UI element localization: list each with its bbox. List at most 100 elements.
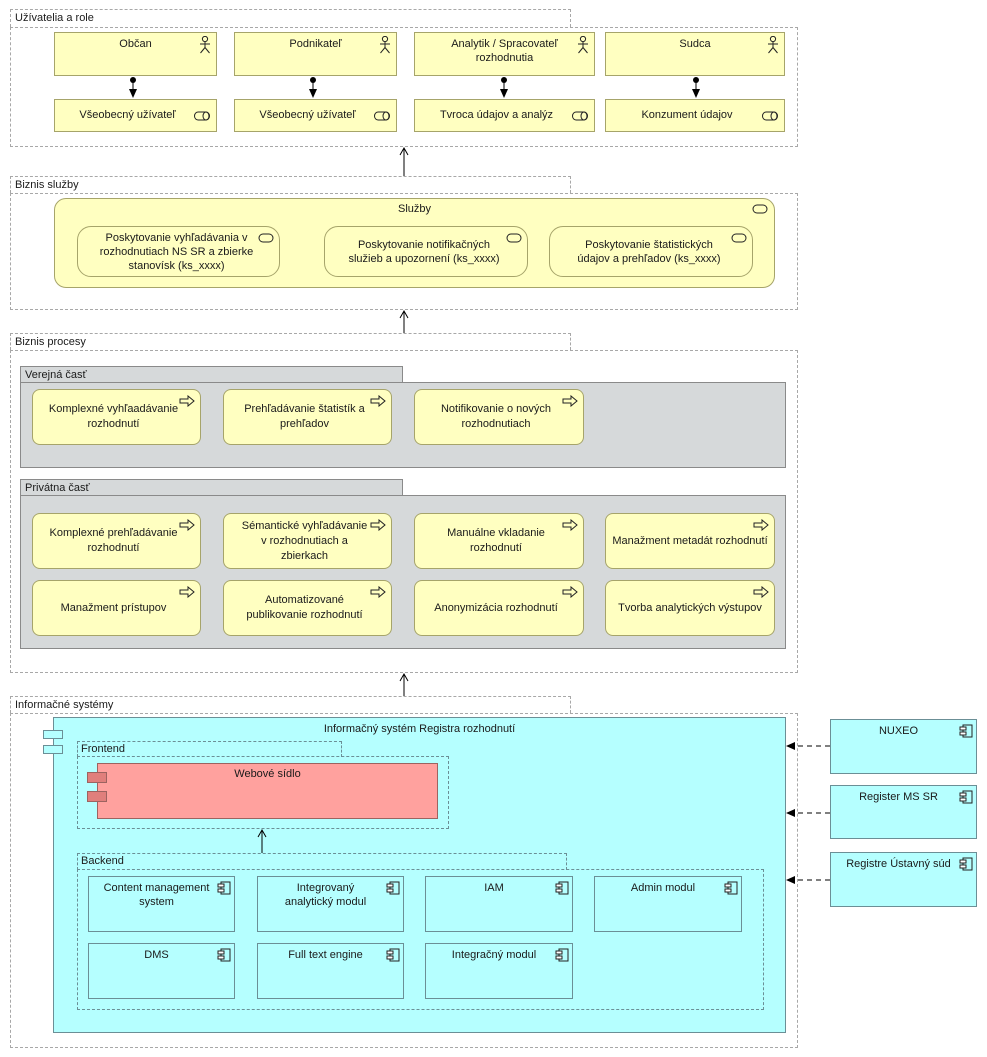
service-icon bbox=[731, 233, 747, 243]
services-layer-title: Biznis služby bbox=[15, 179, 79, 191]
public-part-title: Verejná časť bbox=[25, 369, 87, 381]
services-layer-tab: Biznis služby bbox=[10, 176, 571, 193]
processes-layer-tab: Biznis procesy bbox=[10, 333, 571, 350]
users-layer-title: Užívatelia a role bbox=[15, 12, 94, 24]
component-label: NUXEO bbox=[878, 725, 919, 737]
actor-podnikatel[interactable]: Podnikateľ bbox=[234, 32, 397, 76]
component-label: Full text engine bbox=[288, 949, 363, 961]
process-label: Prehľadávanie štatistík a prehľadov bbox=[244, 403, 365, 430]
role-icon bbox=[762, 111, 778, 121]
process-icon bbox=[562, 395, 578, 407]
process-label: Komplexné prehľadávanie rozhodnutí bbox=[49, 527, 178, 554]
process-anonymizacia[interactable]: Anonymizácia rozhodnutí bbox=[414, 580, 584, 636]
process-icon bbox=[179, 519, 195, 531]
external-register-ms-sr[interactable]: Register MS SR bbox=[830, 785, 977, 839]
actor-label: Sudca bbox=[679, 38, 711, 50]
web-portal-tab-bottom bbox=[87, 791, 107, 802]
public-part-tab: Verejná časť bbox=[20, 366, 403, 383]
process-semanticke[interactable]: Sémantické vyhľadávanie v rozhodnutiach … bbox=[223, 513, 392, 569]
component-analyticky-modul[interactable]: Integrovaný analytický modul bbox=[257, 876, 404, 932]
component-icon bbox=[959, 790, 973, 804]
role-icon bbox=[572, 111, 588, 121]
component-icon bbox=[217, 948, 231, 962]
main-system-tab-top bbox=[43, 730, 63, 739]
process-icon bbox=[179, 395, 195, 407]
component-label: IAM bbox=[484, 882, 504, 894]
role-label: Všeobecný užívateľ bbox=[259, 109, 356, 121]
component-icon bbox=[555, 881, 569, 895]
private-part-title: Privátna časť bbox=[25, 482, 90, 494]
actor-label: Analytik / Spracovateľ rozhodnutia bbox=[451, 38, 558, 64]
component-icon bbox=[386, 881, 400, 895]
component-dms[interactable]: DMS bbox=[88, 943, 235, 999]
actor-obcan[interactable]: Občan bbox=[54, 32, 217, 76]
process-statistiky[interactable]: Prehľadávanie štatistík a prehľadov bbox=[223, 389, 392, 445]
component-label: Register MS SR bbox=[859, 791, 938, 803]
component-iam[interactable]: IAM bbox=[425, 876, 573, 932]
systems-layer-title: Informačné systémy bbox=[15, 699, 114, 711]
backend-title: Backend bbox=[81, 855, 124, 867]
service-statistiky[interactable]: Poskytovanie štatistických údajov a preh… bbox=[549, 226, 753, 277]
role-konzument[interactable]: Konzument údajov bbox=[605, 99, 785, 132]
actor-icon bbox=[199, 36, 211, 54]
frontend-tab: Frontend bbox=[77, 741, 342, 757]
process-label: Automatizované publikovanie rozhodnutí bbox=[246, 594, 363, 621]
component-integracny[interactable]: Integračný modul bbox=[425, 943, 573, 999]
process-vyhladavanie[interactable]: Komplexné vyhľaadávanie rozhodnutí bbox=[32, 389, 201, 445]
actor-sudca[interactable]: Sudca bbox=[605, 32, 785, 76]
process-metadata[interactable]: Manažment metadát rozhodnutí bbox=[605, 513, 775, 569]
processes-layer-title: Biznis procesy bbox=[15, 336, 86, 348]
process-analyticke[interactable]: Tvorba analytických výstupov bbox=[605, 580, 775, 636]
service-vyhladavanie[interactable]: Poskytovanie vyhľadávania v rozhodnutiac… bbox=[77, 226, 280, 277]
service-notifikacie[interactable]: Poskytovanie notifikačných služieb a upo… bbox=[324, 226, 528, 277]
role-label: Tvroca údajov a analýz bbox=[439, 109, 554, 121]
component-icon bbox=[724, 881, 738, 895]
process-icon bbox=[562, 519, 578, 531]
actor-label: Podnikateľ bbox=[289, 38, 342, 50]
private-part-tab: Privátna časť bbox=[20, 479, 403, 496]
process-prehladavanie[interactable]: Komplexné prehľadávanie rozhodnutí bbox=[32, 513, 201, 569]
actor-icon bbox=[379, 36, 391, 54]
process-icon bbox=[753, 519, 769, 531]
component-fulltext[interactable]: Full text engine bbox=[257, 943, 404, 999]
component-label: DMS bbox=[144, 949, 169, 961]
process-icon bbox=[753, 586, 769, 598]
component-label: Integračný modul bbox=[451, 949, 537, 961]
process-notifikovanie[interactable]: Notifikovanie o nových rozhodnutiach bbox=[414, 389, 584, 445]
web-portal[interactable]: Webové sídlo bbox=[97, 763, 438, 819]
role-vseobecny-2[interactable]: Všeobecný užívateľ bbox=[234, 99, 397, 132]
frontend-title: Frontend bbox=[81, 743, 126, 755]
process-label: Komplexné vyhľaadávanie rozhodnutí bbox=[48, 403, 179, 430]
component-icon bbox=[386, 948, 400, 962]
service-label: Poskytovanie štatistických údajov a preh… bbox=[577, 238, 721, 265]
component-label: Registre Ústavný súd bbox=[846, 858, 951, 870]
process-label: Manažment prístupov bbox=[60, 601, 167, 614]
backend-group bbox=[77, 869, 764, 1010]
process-icon bbox=[179, 586, 195, 598]
actor-icon bbox=[767, 36, 779, 54]
role-label: Konzument údajov bbox=[641, 109, 733, 121]
role-icon bbox=[374, 111, 390, 121]
main-system-tab-bottom bbox=[43, 745, 63, 754]
service-label: Poskytovanie notifikačných služieb a upo… bbox=[348, 238, 500, 265]
process-vkladanie[interactable]: Manuálne vkladanie rozhodnutí bbox=[414, 513, 584, 569]
process-label: Tvorba analytických výstupov bbox=[618, 601, 762, 614]
services-layer bbox=[10, 193, 798, 310]
backend-tab: Backend bbox=[77, 853, 567, 870]
external-ustavny-sud[interactable]: Registre Ústavný súd bbox=[830, 852, 977, 907]
process-label: Sémantické vyhľadávanie v rozhodnutiach … bbox=[241, 519, 368, 562]
process-icon bbox=[370, 395, 386, 407]
process-publikovanie[interactable]: Automatizované publikovanie rozhodnutí bbox=[223, 580, 392, 636]
component-cms[interactable]: Content management system bbox=[88, 876, 235, 932]
role-tvroca[interactable]: Tvroca údajov a analýz bbox=[414, 99, 595, 132]
external-nuxeo[interactable]: NUXEO bbox=[830, 719, 977, 774]
component-icon bbox=[555, 948, 569, 962]
component-icon bbox=[959, 857, 973, 871]
role-label: Všeobecný užívateľ bbox=[79, 109, 176, 121]
component-admin[interactable]: Admin modul bbox=[594, 876, 742, 932]
systems-layer-tab: Informačné systémy bbox=[10, 696, 571, 713]
actor-label: Občan bbox=[119, 38, 152, 50]
role-vseobecny-1[interactable]: Všeobecný užívateľ bbox=[54, 99, 217, 132]
process-pristupy[interactable]: Manažment prístupov bbox=[32, 580, 201, 636]
actor-analytik[interactable]: Analytik / Spracovateľ rozhodnutia bbox=[414, 32, 595, 76]
